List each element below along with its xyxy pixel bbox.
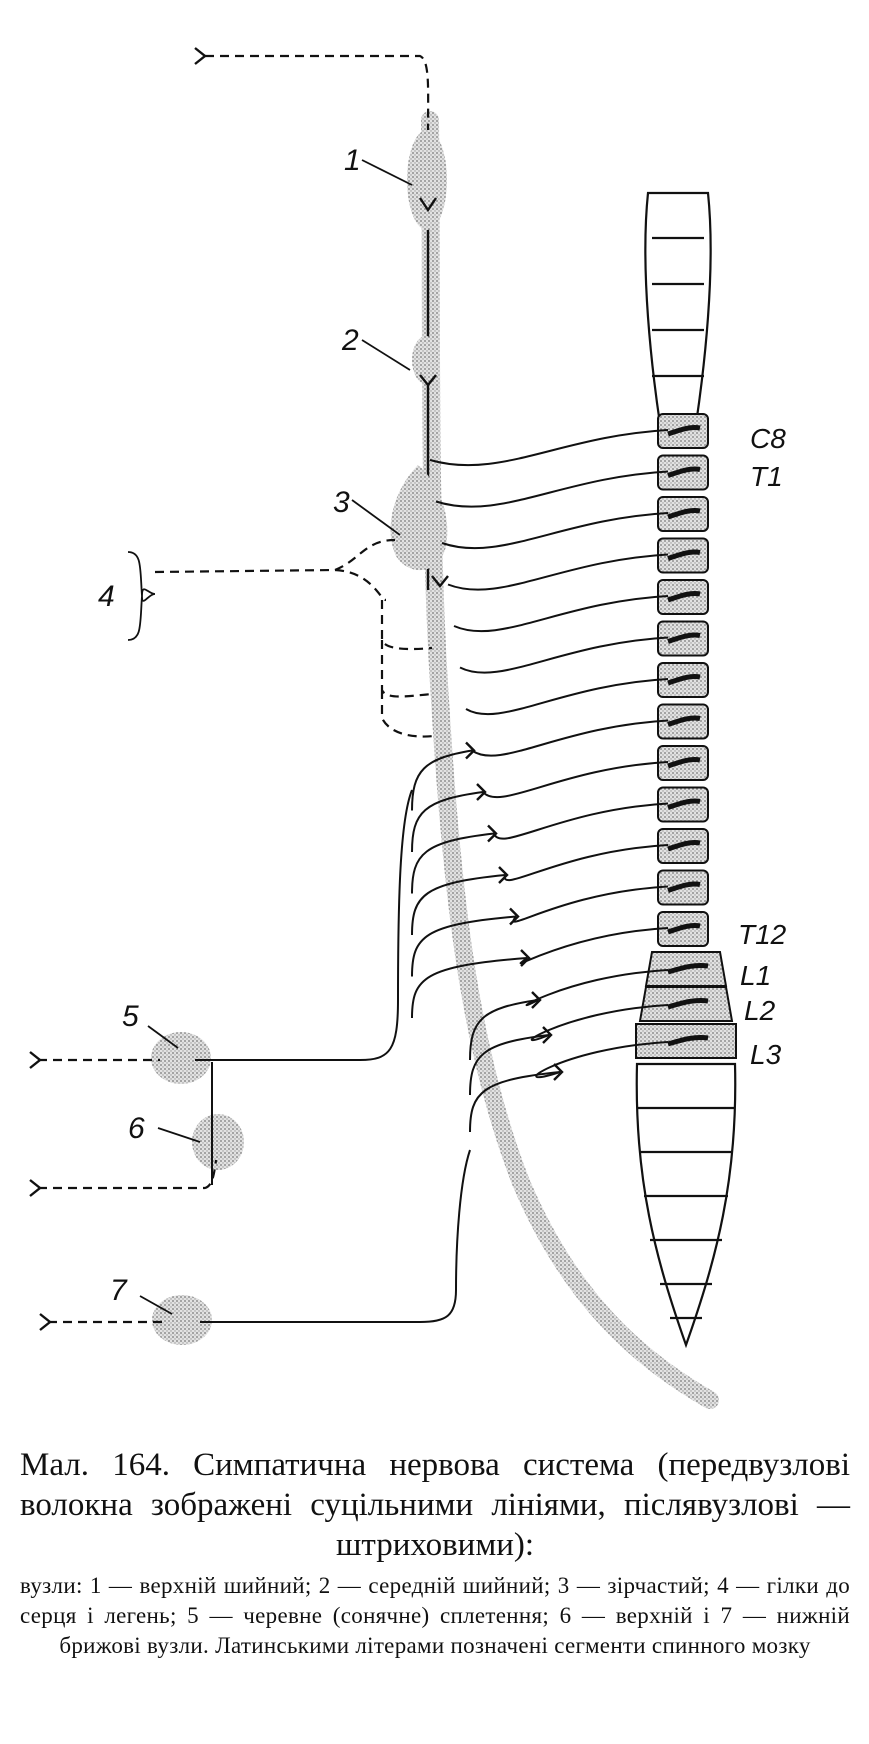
cervical-cord-section [644, 191, 712, 426]
splanchnic-nerve-greater [195, 789, 413, 1061]
preganglionic-fibre [535, 1041, 669, 1079]
label-ganglion-2: 2 [341, 324, 359, 357]
synapse-marker [465, 741, 476, 760]
leader-7 [139, 1295, 173, 1315]
label-ganglion-3: 3 [333, 486, 350, 519]
ganglion-6-superior-mesenteric [192, 1114, 244, 1170]
preganglionic-fibre [519, 927, 669, 965]
preganglionic-fibre [482, 761, 669, 799]
label-segment-t1: T1 [750, 461, 783, 492]
synapse-marker [431, 575, 449, 588]
label-ganglion-4: 4 [98, 580, 115, 613]
label-segment-t12: T12 [738, 919, 787, 950]
preganglionic-fibre [512, 885, 669, 923]
label-ganglion-7: 7 [110, 1274, 128, 1307]
synapse-marker [498, 866, 509, 884]
synapse-marker [476, 783, 487, 801]
synapse-marker [419, 197, 437, 213]
leader-3 [351, 499, 401, 536]
preganglionic-fibre-branch [411, 832, 495, 894]
post-fibre-heart-lungs-1 [154, 538, 396, 574]
spinal-cord [635, 191, 737, 1349]
preganglionic-fibre-branch [411, 874, 506, 936]
ganglion-2-middle-cervical [412, 336, 440, 384]
synapse-marker [531, 991, 542, 1009]
preganglionic-fibre [471, 719, 669, 757]
synapse-marker [553, 1063, 564, 1081]
leader-6 [157, 1127, 201, 1143]
preganglionic-fibre [465, 678, 669, 716]
cord-segments [635, 413, 737, 1059]
preganglionic-fibres [195, 429, 669, 1323]
caption-legend: вузли: 1 — верхній шийний; 2 — середній … [20, 1573, 850, 1658]
synapse-marker [419, 374, 437, 387]
postganglionic-fibres [38, 54, 435, 1324]
ganglion-1-superior-cervical [407, 130, 447, 230]
synapse-marker [487, 824, 498, 843]
ganglion-7-inferior-mesenteric [152, 1295, 212, 1345]
cord-segment-lumbar [635, 1023, 737, 1059]
label-segment-l2: L2 [744, 995, 776, 1026]
synapse-marker [520, 949, 531, 967]
preganglionic-fibre-branch [469, 1071, 561, 1133]
label-ganglion-1: 1 [344, 144, 361, 177]
post-fibre-heart-lungs-2 [334, 568, 387, 602]
synapse-marker [542, 1026, 553, 1044]
preganglionic-fibre [503, 844, 669, 882]
cord-segment [657, 828, 709, 864]
synapse-markers [29, 47, 449, 1331]
preganglionic-fibre [429, 429, 669, 467]
preganglionic-fibre-branch [411, 915, 517, 977]
cord-segment-lumbar [644, 951, 728, 987]
preganglionic-fibre [435, 470, 669, 508]
preganglionic-fibre-branch [469, 1034, 550, 1096]
preganglionic-fibre [459, 636, 669, 674]
preganglionic-fibre [441, 512, 669, 550]
leader-lines [127, 159, 413, 1315]
leader-1 [361, 159, 413, 186]
synapse-marker [509, 907, 520, 926]
preganglionic-fibre-branch [411, 749, 473, 811]
ending-marker [194, 47, 207, 65]
ending-marker [29, 1179, 42, 1197]
post-fibre-superior-cervical [205, 54, 430, 131]
label-segment-c8: C8 [750, 423, 786, 454]
caption-title: Мал. 164. Симпатична нервова система (пе… [20, 1447, 850, 1563]
preganglionic-fibre [447, 553, 669, 591]
label-segment-l3: L3 [750, 1039, 782, 1070]
splanchnic-nerve-lumbar [200, 1149, 471, 1323]
preganglionic-fibre-branch [411, 957, 528, 1019]
preganglionic-fibre [530, 1004, 669, 1042]
preganglionic-fibre [453, 595, 669, 633]
preganglionic-fibre [525, 969, 669, 1007]
bracket-4 [127, 551, 156, 641]
post-fibre-heart-lungs-5 [380, 690, 435, 738]
post-fibre-superior-mesenteric [38, 1159, 218, 1190]
ganglia [151, 130, 448, 1345]
ending-marker [39, 1313, 52, 1331]
sympathetic-nervous-system-diagram: 1 2 3 4 5 6 7 C8 T1 T12 L1 L2 L3 [29, 47, 787, 1409]
ending-marker [29, 1051, 42, 1069]
cord-segment [657, 786, 709, 823]
cord-segment [657, 869, 709, 906]
cord-segment-lumbar [638, 986, 734, 1022]
post-fibre-heart-lungs-3 [380, 600, 433, 651]
leader-2 [361, 339, 411, 371]
cord-segment [657, 745, 709, 781]
label-segment-l1: L1 [740, 960, 771, 991]
ganglion-5-celiac-plexus [151, 1032, 211, 1084]
figure-caption: Мал. 164. Симпатична нервова система (пе… [20, 1445, 850, 1661]
diagram-labels: 1 2 3 4 5 6 7 C8 T1 T12 L1 L2 L3 [98, 144, 787, 1307]
label-ganglion-5: 5 [122, 1000, 139, 1033]
preganglionic-fibre [493, 802, 669, 840]
preganglionic-fibre-branch [411, 791, 484, 853]
lumbosacral-cord-section [635, 1062, 737, 1349]
label-ganglion-6: 6 [128, 1112, 145, 1145]
preganglionic-fibre-branch [469, 999, 539, 1061]
ganglion-3-stellate [390, 465, 448, 571]
leader-5 [147, 1025, 179, 1049]
